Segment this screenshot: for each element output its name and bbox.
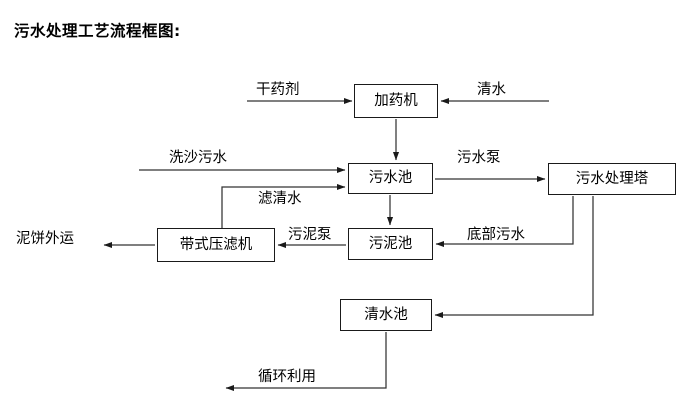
edge-filtered-water-to-sewage-pool bbox=[221, 183, 346, 228]
node-dosing-machine[interactable]: 加药机 bbox=[354, 84, 438, 118]
edge-bottom-sewage-to-sludge-pool bbox=[435, 196, 574, 248]
label-sludge-pump: 污泥泵 bbox=[288, 227, 332, 243]
node-clear-water-pool[interactable]: 清水池 bbox=[340, 299, 432, 331]
node-sludge-pool-label: 污泥池 bbox=[368, 235, 413, 252]
node-dosing-machine-label: 加药机 bbox=[374, 92, 418, 109]
node-sewage-pool-label: 污水池 bbox=[368, 170, 413, 187]
edge-clear-water-pool-to-recycle bbox=[225, 332, 387, 392]
page-title: 污水处理工艺流程框图: bbox=[14, 22, 181, 40]
edge-treatment-tower-to-clear-water-pool bbox=[434, 196, 594, 319]
label-dry-chemical: 干药剂 bbox=[256, 82, 300, 98]
node-treatment-tower-label: 污水处理塔 bbox=[575, 170, 649, 187]
node-belt-filter-press-label: 带式压滤机 bbox=[179, 236, 253, 253]
node-clear-water-pool-label: 清水池 bbox=[364, 306, 408, 323]
label-recycle-reuse: 循环利用 bbox=[258, 369, 316, 385]
label-filtered-water: 滤清水 bbox=[258, 191, 302, 207]
label-clean-water-inlet: 清水 bbox=[477, 82, 506, 98]
label-bottom-sewage: 底部污水 bbox=[467, 227, 525, 243]
node-sewage-pool[interactable]: 污水池 bbox=[348, 163, 433, 194]
label-mud-cake-transport: 泥饼外运 bbox=[16, 231, 74, 247]
label-sand-wash-sewage: 洗沙污水 bbox=[169, 150, 227, 166]
label-sewage-pump: 污水泵 bbox=[457, 150, 501, 166]
node-treatment-tower[interactable]: 污水处理塔 bbox=[548, 163, 676, 195]
node-belt-filter-press[interactable]: 带式压滤机 bbox=[157, 228, 275, 262]
node-sludge-pool[interactable]: 污泥池 bbox=[348, 228, 433, 260]
